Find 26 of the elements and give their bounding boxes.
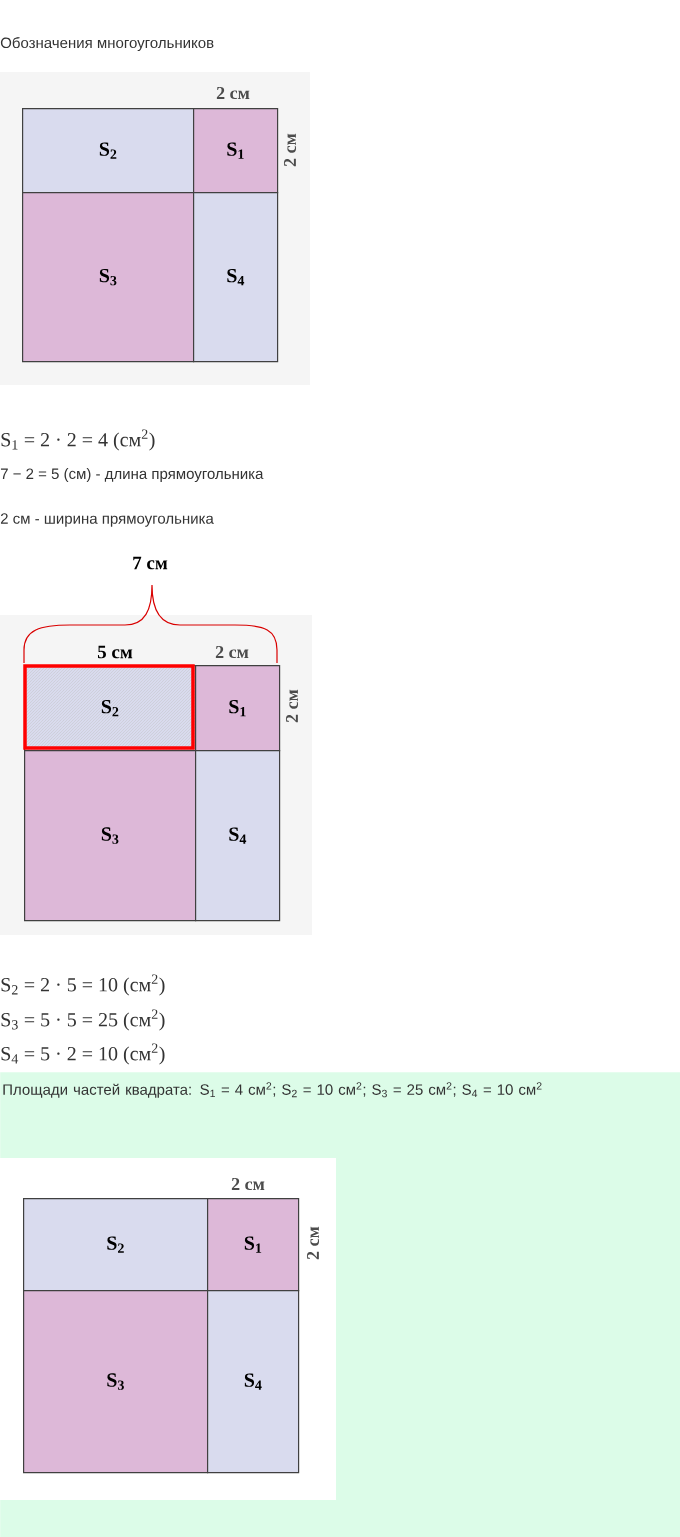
text-line: 2 см - ширина прямоугольника (0, 513, 214, 527)
dimension-label: 7 см (133, 556, 168, 570)
formula-line: S$_{1}$ = 2 · 2 = 4 (см$^{2}$) (1, 429, 155, 451)
text-line: 7 − 2 = 5 (см) - длина прямоугольника (0, 468, 264, 482)
dimension-label: 2 см (283, 133, 297, 167)
region: S$_{4}$ (193, 192, 279, 363)
region: S$_{3}$ (24, 750, 197, 922)
heading: Обозначения многоугольников (0, 36, 214, 52)
region: S$_{2}$ (22, 108, 195, 194)
region: S$_{2}$ (23, 1198, 209, 1292)
formula-line: S$_{2}$ = 2 · 5 = 10 (см$^{2}$) (1, 974, 165, 996)
hatched-region: S$_{2}$ (101, 699, 119, 717)
region: S$_{3}$ (23, 1290, 209, 1474)
dimension-label: 2 см (215, 645, 249, 659)
formula-line: S$_{3}$ = 5 · 5 = 25 (см$^{2}$) (1, 1009, 165, 1031)
region: S$_{1}$ (207, 1198, 300, 1292)
dimension-label: 2 см (306, 1226, 320, 1260)
dimension-label: 2 см (231, 1177, 265, 1191)
region: S$_{4}$ (207, 1290, 300, 1474)
region: S$_{1}$ (193, 108, 279, 194)
dimension-label: 2 см (285, 689, 299, 723)
region: S$_{4}$ (195, 750, 281, 922)
region: S$_{1}$ (195, 665, 281, 752)
formula-line: S$_{4}$ = 5 · 2 = 10 (см$^{2}$) (1, 1043, 165, 1065)
dimension-label: 2 см (216, 86, 250, 100)
region: S$_{3}$ (22, 192, 195, 363)
